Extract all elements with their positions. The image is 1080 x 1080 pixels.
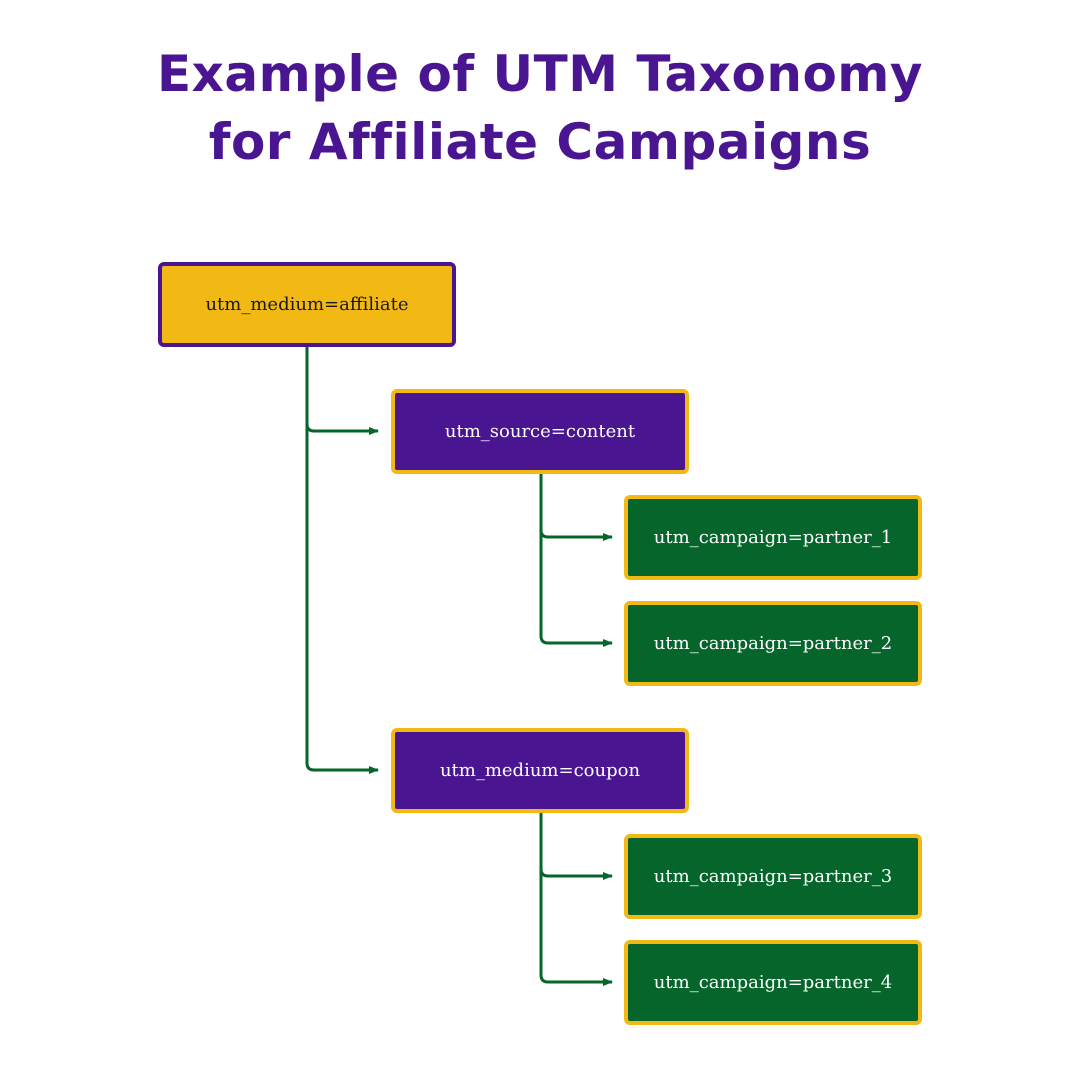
connector-coupon-to-partner-3	[539, 813, 613, 880]
node-utm-campaign-partner-2: utm_campaign=partner_2	[624, 601, 922, 686]
title-line-1: Example of UTM Taxonomy	[156, 45, 924, 103]
connector-root-to-source	[305, 347, 379, 435]
connector-root-to-coupon	[305, 424, 379, 774]
connector-coupon-to-partner-4	[539, 869, 613, 986]
node-utm-campaign-partner-4: utm_campaign=partner_4	[624, 940, 922, 1025]
node-utm-campaign-partner-1: utm_campaign=partner_1	[624, 495, 922, 580]
node-label: utm_source=content	[444, 421, 636, 442]
node-label: utm_campaign=partner_2	[653, 633, 893, 654]
node-label: utm_campaign=partner_4	[653, 972, 893, 993]
connector-source-to-partner-2	[539, 530, 613, 647]
node-label: utm_medium=coupon	[439, 760, 641, 781]
diagram-title: Example of UTM Taxonomy for Affiliate Ca…	[0, 40, 1080, 176]
node-utm-medium-coupon: utm_medium=coupon	[391, 728, 689, 813]
connector-source-to-partner-1	[539, 474, 613, 541]
node-label: utm_campaign=partner_1	[653, 527, 893, 548]
title-line-2: for Affiliate Campaigns	[208, 113, 872, 171]
node-utm-campaign-partner-3: utm_campaign=partner_3	[624, 834, 922, 919]
node-label: utm_medium=affiliate	[205, 294, 409, 315]
node-label: utm_campaign=partner_3	[653, 866, 893, 887]
node-utm-source-content: utm_source=content	[391, 389, 689, 474]
node-utm-medium-affiliate: utm_medium=affiliate	[158, 262, 456, 347]
